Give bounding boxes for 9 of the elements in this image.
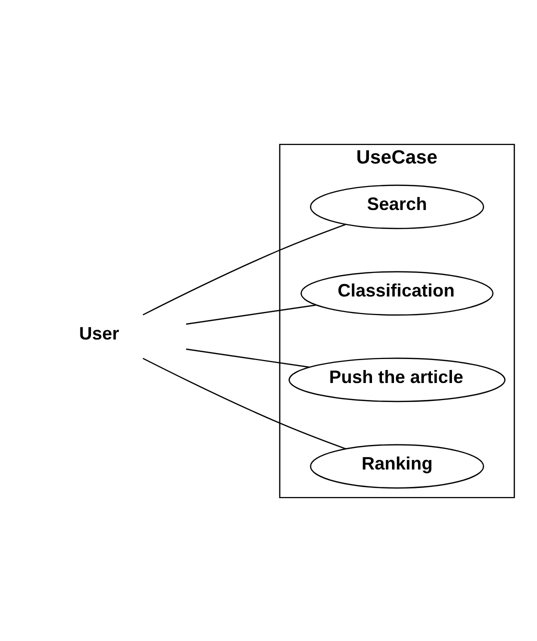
node-ellipse: Ranking: [310, 444, 484, 488]
node-ellipse: Push the article: [288, 357, 506, 402]
connector: [142, 223, 346, 315]
node-ellipse: Search: [310, 184, 484, 229]
node-text: User: [79, 323, 120, 344]
connector: [142, 357, 346, 449]
connector: [186, 304, 316, 324]
node-ellipse: Classification: [300, 270, 494, 316]
connector: [186, 348, 310, 368]
